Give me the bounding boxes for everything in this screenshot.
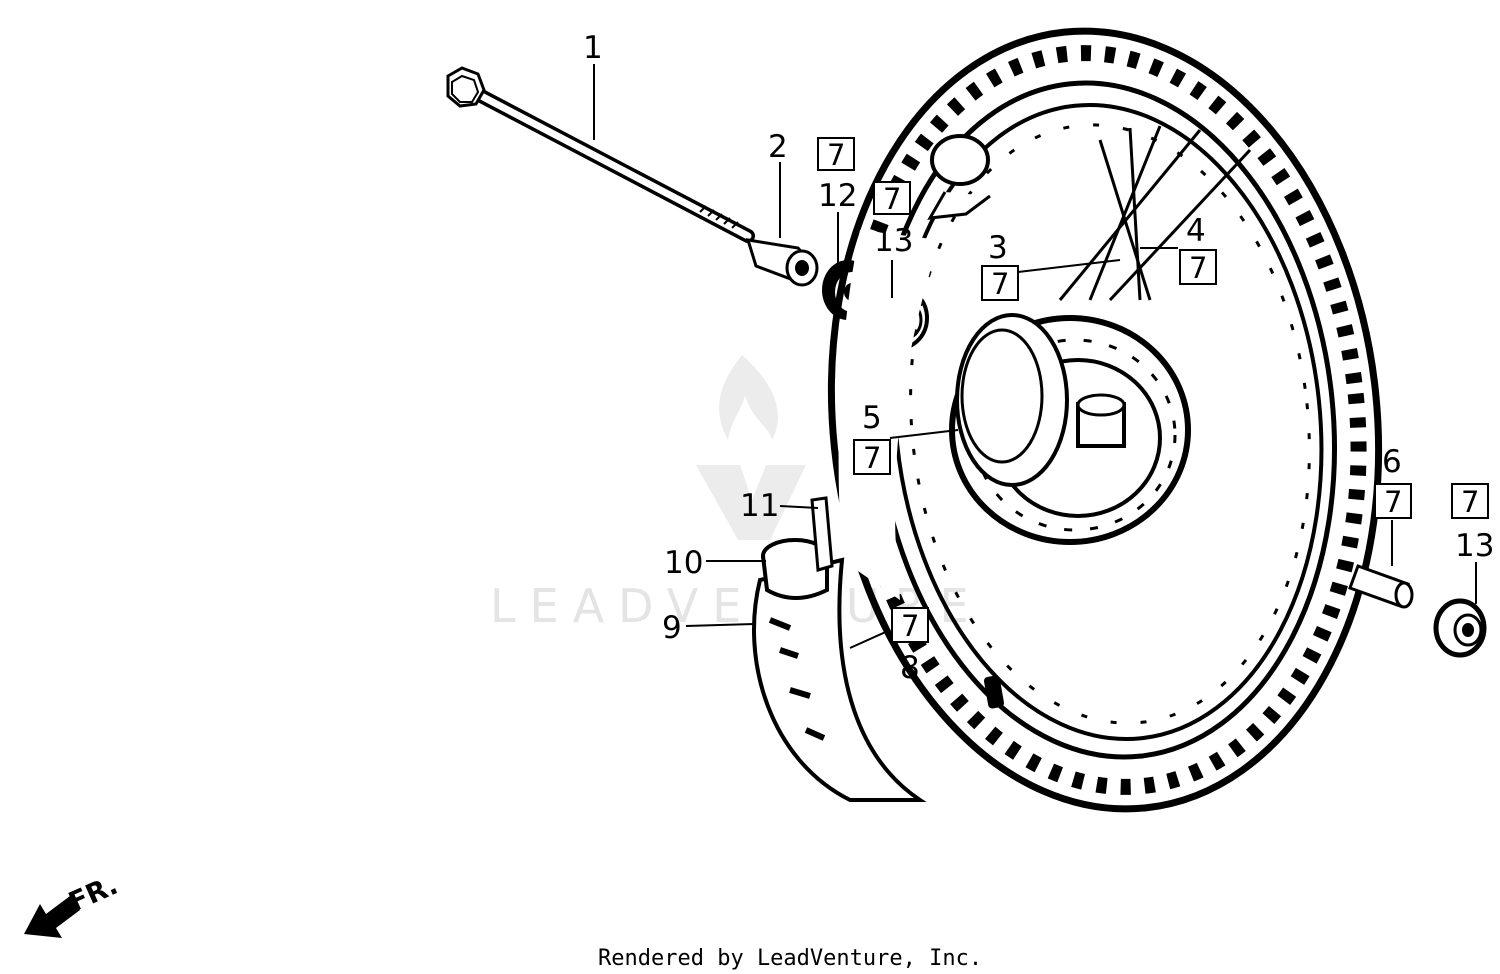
- ref-13-right: 7: [1461, 485, 1479, 519]
- arrow-icon: [24, 896, 80, 938]
- axle-collar: [745, 238, 819, 287]
- ref-6: 7: [1384, 485, 1402, 519]
- callout-6: 6: [1382, 444, 1402, 480]
- callout-2: 2: [768, 129, 788, 165]
- ref-box-4: [1179, 249, 1217, 285]
- ref-13: 7: [883, 182, 901, 216]
- callout-4: 4: [1186, 213, 1206, 249]
- callout-5: 5: [862, 400, 882, 436]
- ref-8: 7: [901, 609, 919, 643]
- callout-3: 3: [988, 230, 1008, 266]
- axle: [446, 66, 755, 243]
- ref-5: 7: [863, 441, 881, 475]
- callout-10: 10: [664, 545, 703, 581]
- bearing-13-right: [1433, 598, 1487, 658]
- ref-3: 7: [991, 267, 1009, 301]
- watermark: LEADVENTURE: [490, 355, 969, 633]
- ref-4: 7: [1189, 251, 1207, 285]
- callout-9: 9: [662, 610, 682, 646]
- callout-12: 12: [818, 178, 857, 214]
- ref-box-8: [891, 607, 929, 643]
- leader-lines: [593, 64, 1477, 649]
- callout-13-right: 13: [1455, 528, 1494, 564]
- front-arrow: FR.: [24, 870, 123, 938]
- front-label: FR.: [64, 870, 122, 919]
- ref-box-5: [853, 439, 891, 475]
- tire-tube-section: [752, 496, 927, 802]
- ref-box-12: [817, 137, 855, 171]
- wheel-hub: [949, 313, 1191, 545]
- footer-credit: Rendered by LeadVenture, Inc.: [598, 946, 982, 971]
- spacer-6: [1348, 564, 1414, 609]
- callout-1: 1: [583, 30, 603, 66]
- callout-8: 8: [900, 650, 920, 686]
- ref-box-13: [873, 181, 911, 215]
- ref-box-3: [981, 265, 1019, 301]
- callout-11: 11: [740, 488, 779, 524]
- ref-box-6: [1374, 483, 1412, 519]
- callout-13: 13: [874, 223, 913, 259]
- ref-box-13-right: [1451, 483, 1489, 519]
- ref-12: 7: [827, 138, 845, 172]
